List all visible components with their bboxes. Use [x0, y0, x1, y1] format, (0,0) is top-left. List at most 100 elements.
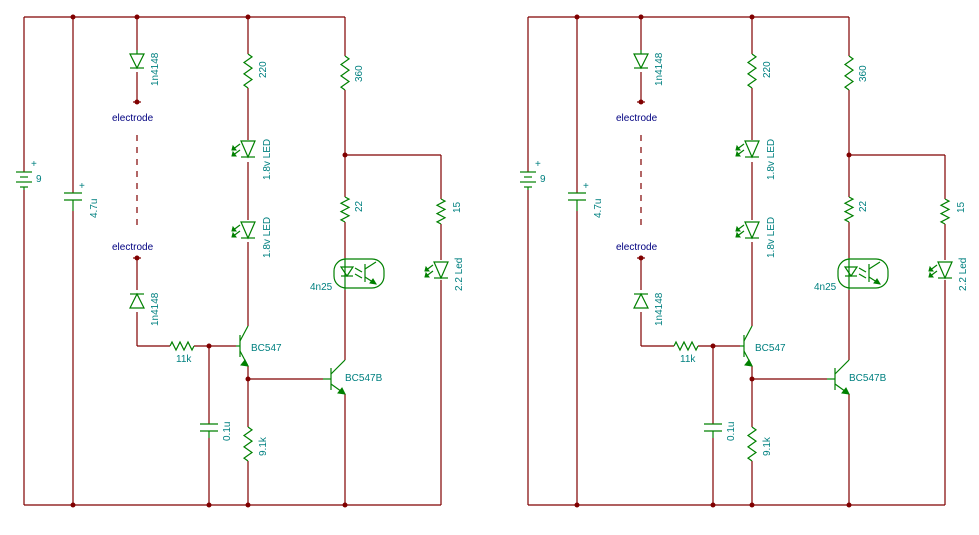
capacitor-0-1u-label: 0.1u: [726, 422, 737, 441]
capacitor-0-1u-label: 0.1u: [222, 422, 233, 441]
junction-dot: [70, 502, 76, 508]
battery-value-label: 9: [540, 174, 546, 185]
optocoupler-4n25: 4n25: [310, 258, 385, 293]
resistor-9-1k: 9.1k: [746, 426, 773, 462]
diode-bottom-1n4148: 1n4148: [633, 292, 665, 326]
junction-dot: [342, 152, 348, 158]
optocoupler-body: [837, 258, 889, 289]
capacitor-0-1u: 0.1u: [200, 422, 233, 441]
led-lower-label: 1.8v LED: [262, 217, 273, 258]
junction-dot: [846, 502, 852, 508]
led-upper-label: 1.8v LED: [766, 139, 777, 180]
transistor-q1-bc547: BC547: [740, 325, 786, 367]
capacitor-4-7u: +4.7u: [64, 181, 100, 218]
diode-top-label: 1n4148: [150, 52, 161, 86]
resistor-9-1k: 9.1k: [242, 426, 269, 462]
optocoupler-body: [333, 258, 385, 289]
junction-dot: [846, 152, 852, 158]
resistor-15-label: 15: [956, 201, 967, 213]
diode-top-1n4148: 1n4148: [129, 50, 161, 86]
resistor-360-label: 360: [354, 65, 365, 82]
battery-plus-sign: +: [535, 159, 541, 170]
capacitor-0-1u: 0.1u: [704, 422, 737, 441]
battery-value-label: 9: [36, 174, 42, 185]
junction-dot: [245, 14, 251, 20]
transistor-q1-label: BC547: [251, 343, 282, 354]
resistor-11k: 11k: [673, 340, 699, 365]
optocoupler-label: 4n25: [814, 282, 837, 293]
transistor-q1-label: BC547: [755, 343, 786, 354]
junction-dot: [574, 502, 580, 508]
led-1-8v-lower: 1.8v LED: [735, 217, 777, 258]
resistor-15-label: 15: [452, 201, 463, 213]
electrode-bottom-label: electrode: [112, 242, 154, 253]
resistor-15: 15: [435, 198, 463, 225]
battery-9v: +9: [520, 159, 546, 190]
diode-bottom-label: 1n4148: [150, 292, 161, 326]
resistor-220-label: 220: [762, 61, 773, 78]
capacitor-4-7u-label: 4.7u: [89, 199, 100, 218]
resistor-11k: 11k: [169, 340, 195, 365]
resistor-22: 22: [843, 196, 869, 223]
resistor-22-label: 22: [354, 200, 365, 212]
electrode-top-label: electrode: [112, 113, 154, 124]
resistor-15: 15: [939, 198, 967, 225]
transistor-q2-label: BC547B: [345, 373, 383, 384]
wires: [23, 14, 442, 508]
resistor-22: 22: [339, 196, 365, 223]
capacitor-4-7u-label: 4.7u: [593, 199, 604, 218]
junction-dot: [710, 343, 716, 349]
battery-9v: +9: [16, 159, 42, 190]
wires: [527, 14, 946, 508]
led-lower-label: 1.8v LED: [766, 217, 777, 258]
resistor-220: 220: [242, 53, 269, 89]
diode-bottom-label: 1n4148: [654, 292, 665, 326]
electrode-top-label: electrode: [616, 113, 658, 124]
transistor-q2-bc547b: BC547B: [827, 359, 887, 395]
junction-dot: [134, 14, 140, 20]
led-2-2v: 2.2 Led: [424, 258, 465, 291]
resistor-360-label: 360: [858, 65, 869, 82]
resistor-11k-label: 11k: [680, 354, 696, 365]
resistor-360: 360: [843, 55, 869, 91]
resistor-9-1k-label: 9.1k: [762, 436, 773, 456]
circuit-2: +9+4.7u1n41481n4148electrodeelectrode220…: [520, 14, 969, 508]
resistor-9-1k-label: 9.1k: [258, 436, 269, 456]
junction-dot: [245, 502, 251, 508]
resistor-220-label: 220: [258, 61, 269, 78]
junction-dot: [206, 502, 212, 508]
junction-dot: [749, 376, 755, 382]
junction-dot: [749, 14, 755, 20]
diode-top-label: 1n4148: [654, 52, 665, 86]
resistor-22-label: 22: [858, 200, 869, 212]
junction-dot: [710, 502, 716, 508]
junction-dot: [638, 14, 644, 20]
circuit-1: +9+4.7u1n41481n4148electrodeelectrode220…: [16, 14, 465, 508]
electrode-bottom-label: electrode: [616, 242, 658, 253]
optocoupler-4n25: 4n25: [814, 258, 889, 293]
capacitor-plus-sign: +: [79, 181, 85, 192]
led-upper-label: 1.8v LED: [262, 139, 273, 180]
battery-plus-sign: +: [31, 159, 37, 170]
led-1-8v-lower: 1.8v LED: [231, 217, 273, 258]
resistor-360: 360: [339, 55, 365, 91]
junction-dot: [342, 502, 348, 508]
diode-bottom-1n4148: 1n4148: [129, 292, 161, 326]
capacitor-4-7u: +4.7u: [568, 181, 604, 218]
electrode-gap: electrode electrode: [616, 101, 658, 259]
led-2-2-label: 2.2 Led: [454, 258, 465, 291]
electrode-gap: electrode electrode: [112, 101, 154, 259]
led-2-2v: 2.2 Led: [928, 258, 969, 291]
resistor-220: 220: [746, 53, 773, 89]
transistor-q1-bc547: BC547: [236, 325, 282, 367]
junction-dot: [574, 14, 580, 20]
transistor-q2-bc547b: BC547B: [323, 359, 383, 395]
junction-dot: [749, 502, 755, 508]
led-1-8v-upper: 1.8v LED: [735, 139, 777, 180]
junction-dot: [206, 343, 212, 349]
diode-top-1n4148: 1n4148: [633, 50, 665, 86]
junction-dot: [245, 376, 251, 382]
capacitor-plus-sign: +: [583, 181, 589, 192]
optocoupler-label: 4n25: [310, 282, 333, 293]
